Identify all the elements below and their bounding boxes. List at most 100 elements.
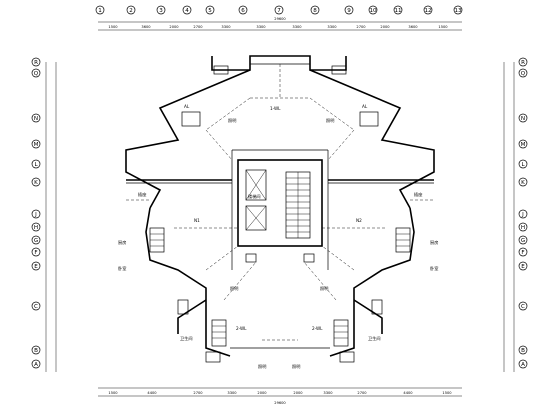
svg-text:AL: AL (184, 104, 190, 109)
svg-text:照明: 照明 (258, 364, 266, 370)
svg-text:2000: 2000 (169, 25, 179, 29)
svg-text:插座: 插座 (414, 191, 422, 198)
svg-text:B: B (34, 348, 38, 354)
svg-text:8: 8 (313, 8, 317, 14)
svg-text:照明: 照明 (320, 286, 328, 292)
svg-text:照明: 照明 (230, 286, 238, 292)
svg-text:2000: 2000 (257, 391, 267, 395)
svg-text:C: C (34, 304, 38, 310)
svg-text:N1: N1 (194, 218, 200, 223)
stair-treads (286, 177, 310, 233)
svg-text:R: R (34, 60, 38, 66)
svg-text:7: 7 (277, 8, 281, 14)
svg-text:1500: 1500 (442, 391, 452, 395)
svg-text:卫生间: 卫生间 (180, 335, 193, 342)
room-labels: 照明 照明 1-WL AL AL 插座 插座 N1 N2 厨房 厨房 卧室 卧室… (118, 104, 438, 370)
svg-text:3600: 3600 (141, 25, 151, 29)
svg-text:厨房: 厨房 (430, 239, 438, 246)
svg-text:3300: 3300 (323, 391, 333, 395)
svg-text:2700: 2700 (193, 25, 203, 29)
svg-text:3300: 3300 (292, 25, 302, 29)
svg-text:2000: 2000 (293, 391, 303, 395)
svg-text:插座: 插座 (138, 191, 146, 198)
svg-text:C: C (521, 304, 525, 310)
svg-text:3300: 3300 (327, 25, 337, 29)
axis-bubbles-right: R Q N M L K J H G F E C B A (518, 57, 528, 369)
svg-text:2700: 2700 (356, 25, 366, 29)
svg-text:12: 12 (424, 8, 431, 14)
svg-text:3600: 3600 (408, 25, 418, 29)
distribution-panels (177, 65, 383, 363)
svg-text:3300: 3300 (221, 25, 231, 29)
svg-text:AL: AL (362, 104, 368, 109)
axis-bubbles-top: 1 2 3 4 5 6 7 8 9 10 11 12 13 (95, 5, 463, 15)
svg-text:A: A (34, 362, 38, 368)
svg-text:4400: 4400 (403, 391, 413, 395)
svg-text:29600: 29600 (274, 17, 286, 21)
svg-text:4: 4 (185, 8, 189, 14)
svg-text:4400: 4400 (147, 391, 157, 395)
svg-text:卧室: 卧室 (118, 265, 126, 272)
svg-text:K: K (521, 180, 525, 186)
svg-text:E: E (521, 264, 525, 270)
svg-text:2-WL: 2-WL (312, 326, 323, 331)
svg-text:卧室: 卧室 (430, 265, 438, 272)
svg-text:1500: 1500 (438, 25, 448, 29)
svg-text:J: J (34, 212, 37, 218)
svg-text:G: G (34, 238, 38, 244)
svg-text:H: H (34, 225, 38, 231)
svg-text:29600: 29600 (274, 401, 286, 405)
svg-text:1500: 1500 (108, 25, 118, 29)
svg-text:E: E (34, 264, 38, 270)
svg-text:J: J (521, 212, 524, 218)
svg-text:N: N (521, 116, 525, 122)
svg-text:B: B (521, 348, 525, 354)
svg-text:A: A (521, 362, 525, 368)
svg-text:照明: 照明 (292, 364, 300, 370)
svg-text:M: M (34, 142, 39, 148)
svg-text:2700: 2700 (357, 391, 367, 395)
dimension-frame (45, 21, 515, 397)
svg-text:照明: 照明 (326, 118, 334, 124)
svg-text:照明: 照明 (228, 118, 236, 124)
core-block (231, 149, 329, 270)
svg-text:F: F (34, 250, 37, 256)
svg-text:N2: N2 (356, 218, 362, 223)
svg-text:13: 13 (454, 8, 462, 14)
svg-text:1: 1 (98, 8, 102, 14)
svg-text:F: F (521, 250, 524, 256)
svg-text:Q: Q (34, 71, 39, 77)
svg-text:6: 6 (241, 8, 245, 14)
svg-text:2700: 2700 (193, 391, 203, 395)
svg-text:2: 2 (129, 8, 133, 14)
dimension-text-top: 1500 3600 2000 2700 3300 3300 3300 3300 … (108, 17, 448, 29)
svg-text:3: 3 (159, 8, 163, 14)
svg-text:2000: 2000 (380, 25, 390, 29)
axis-bubbles-left: R Q N M L K J H G F E C B A (31, 57, 41, 369)
svg-text:G: G (521, 238, 525, 244)
svg-text:9: 9 (347, 8, 351, 14)
svg-text:M: M (521, 142, 526, 148)
svg-text:L: L (521, 162, 525, 168)
dimension-text-bottom: 1500 4400 2700 3300 2000 2000 3300 2700 … (108, 391, 452, 405)
svg-text:1-WL: 1-WL (270, 106, 281, 111)
svg-text:11: 11 (394, 8, 402, 14)
svg-text:L: L (34, 162, 38, 168)
svg-text:K: K (34, 180, 38, 186)
svg-text:3300: 3300 (227, 391, 237, 395)
svg-text:2-WL: 2-WL (236, 326, 247, 331)
svg-text:5: 5 (208, 8, 212, 14)
svg-text:R: R (521, 60, 525, 66)
svg-text:H: H (521, 225, 525, 231)
svg-text:Q: Q (521, 71, 526, 77)
svg-text:10: 10 (369, 8, 377, 14)
svg-text:卫生间: 卫生间 (368, 335, 381, 342)
svg-text:N: N (34, 116, 38, 122)
svg-text:楼梯间: 楼梯间 (248, 193, 261, 200)
wiring-lines (126, 64, 434, 341)
svg-text:3300: 3300 (256, 25, 266, 29)
svg-text:1500: 1500 (108, 391, 118, 395)
side-stairs (149, 227, 411, 347)
svg-text:厨房: 厨房 (118, 239, 126, 246)
